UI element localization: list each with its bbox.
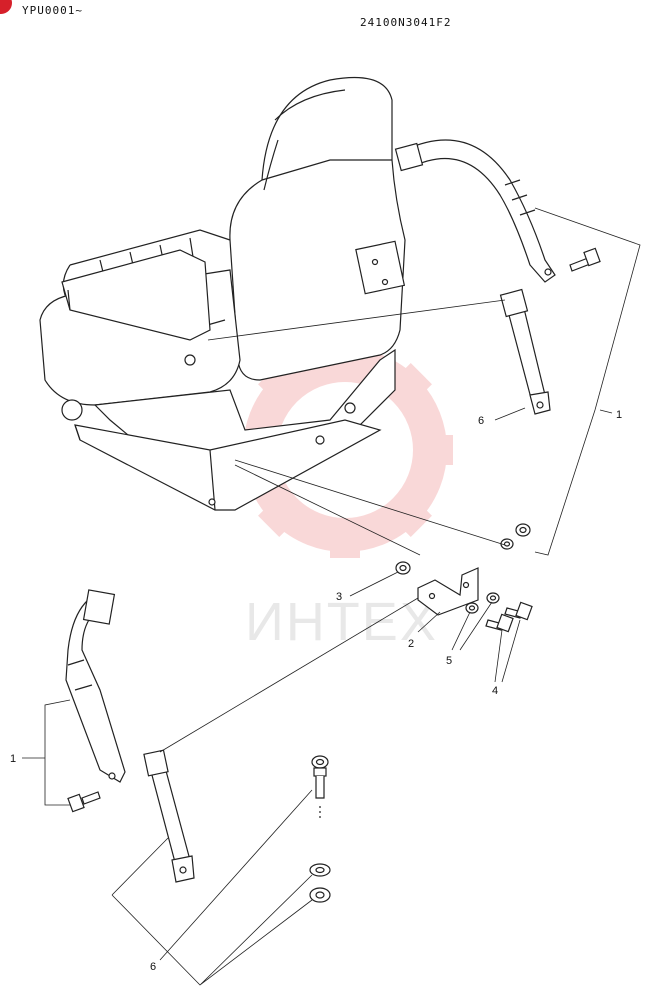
belt-retractor-left bbox=[65, 589, 126, 783]
watermark-gear-tooth bbox=[427, 435, 453, 465]
callout-6-bottom: 6 bbox=[150, 961, 156, 973]
seat-illustration bbox=[39, 76, 406, 511]
callout-4: 4 bbox=[492, 685, 498, 697]
buckle-strap-left bbox=[143, 749, 195, 883]
leader-lines bbox=[22, 207, 641, 986]
bolt-right-icon bbox=[569, 247, 601, 272]
belt-retractor-upper bbox=[394, 139, 556, 283]
watermark-gear-tooth bbox=[392, 363, 432, 403]
watermark-text: ИНТЕХ bbox=[245, 592, 438, 652]
bolt-pair-icon bbox=[485, 601, 533, 633]
washer-nut-hardware bbox=[395, 523, 531, 614]
buckle-strap-right bbox=[499, 288, 551, 415]
watermark-gear-tooth bbox=[392, 497, 432, 537]
brand-badge-icon bbox=[0, 0, 12, 14]
callout-1-left: 1 bbox=[10, 753, 16, 765]
watermark-gear-tooth bbox=[258, 497, 298, 537]
eye-bolt-hardware bbox=[309, 755, 331, 903]
callout-1-right: 1 bbox=[616, 409, 622, 421]
callout-6-right: 6 bbox=[478, 415, 484, 427]
callout-3: 3 bbox=[336, 591, 342, 603]
serial-range-label: YPU0001~ bbox=[22, 4, 83, 17]
watermark-gear-tooth bbox=[330, 532, 360, 558]
mounting-bracket bbox=[417, 567, 479, 616]
callout-2: 2 bbox=[408, 638, 414, 650]
callout-5: 5 bbox=[446, 655, 452, 667]
bolt-left-icon bbox=[67, 791, 101, 813]
document-id-label: 24100N3041F2 bbox=[360, 16, 452, 29]
